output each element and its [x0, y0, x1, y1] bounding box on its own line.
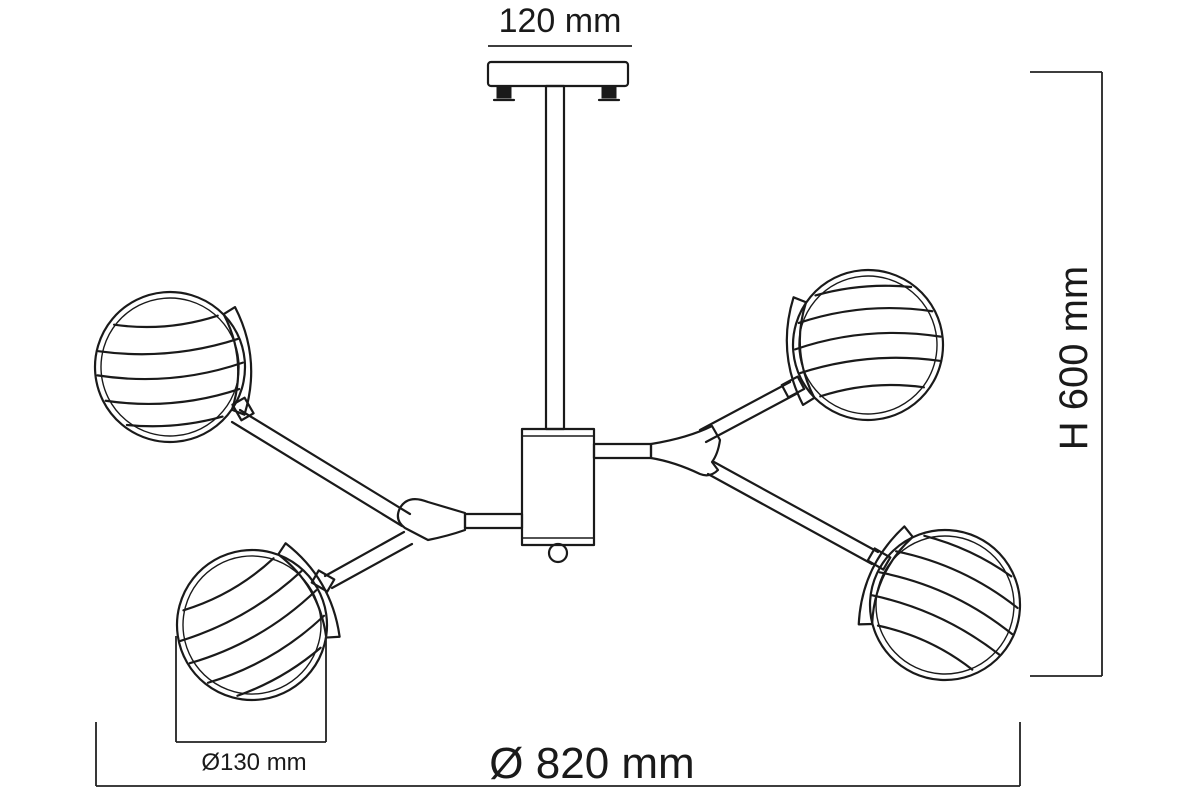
mount-width-label: 120 mm	[499, 2, 622, 40]
left-arm	[230, 408, 524, 590]
diameter-label: Ø 820 mm	[489, 739, 694, 788]
globe-shade-lower-left	[148, 518, 361, 729]
globe-shade-lower-right	[838, 501, 1046, 706]
diameter-dimension: Ø 820 mm	[95, 722, 1021, 788]
shade-diameter-label: Ø130 mm	[201, 749, 306, 776]
height-label: H 600 mm	[1052, 266, 1096, 451]
mount-width-dimension: 120 mm	[488, 2, 632, 47]
stem-rod	[544, 84, 566, 431]
shade-diameter-dimension: Ø130 mm	[175, 636, 327, 776]
height-dimension: H 600 mm	[1030, 71, 1103, 677]
central-body	[520, 427, 596, 564]
globe-shade-upper-right	[779, 262, 951, 428]
right-arm	[592, 380, 880, 566]
ceiling-canopy	[486, 60, 630, 102]
globe-shade-upper-left	[87, 284, 259, 450]
